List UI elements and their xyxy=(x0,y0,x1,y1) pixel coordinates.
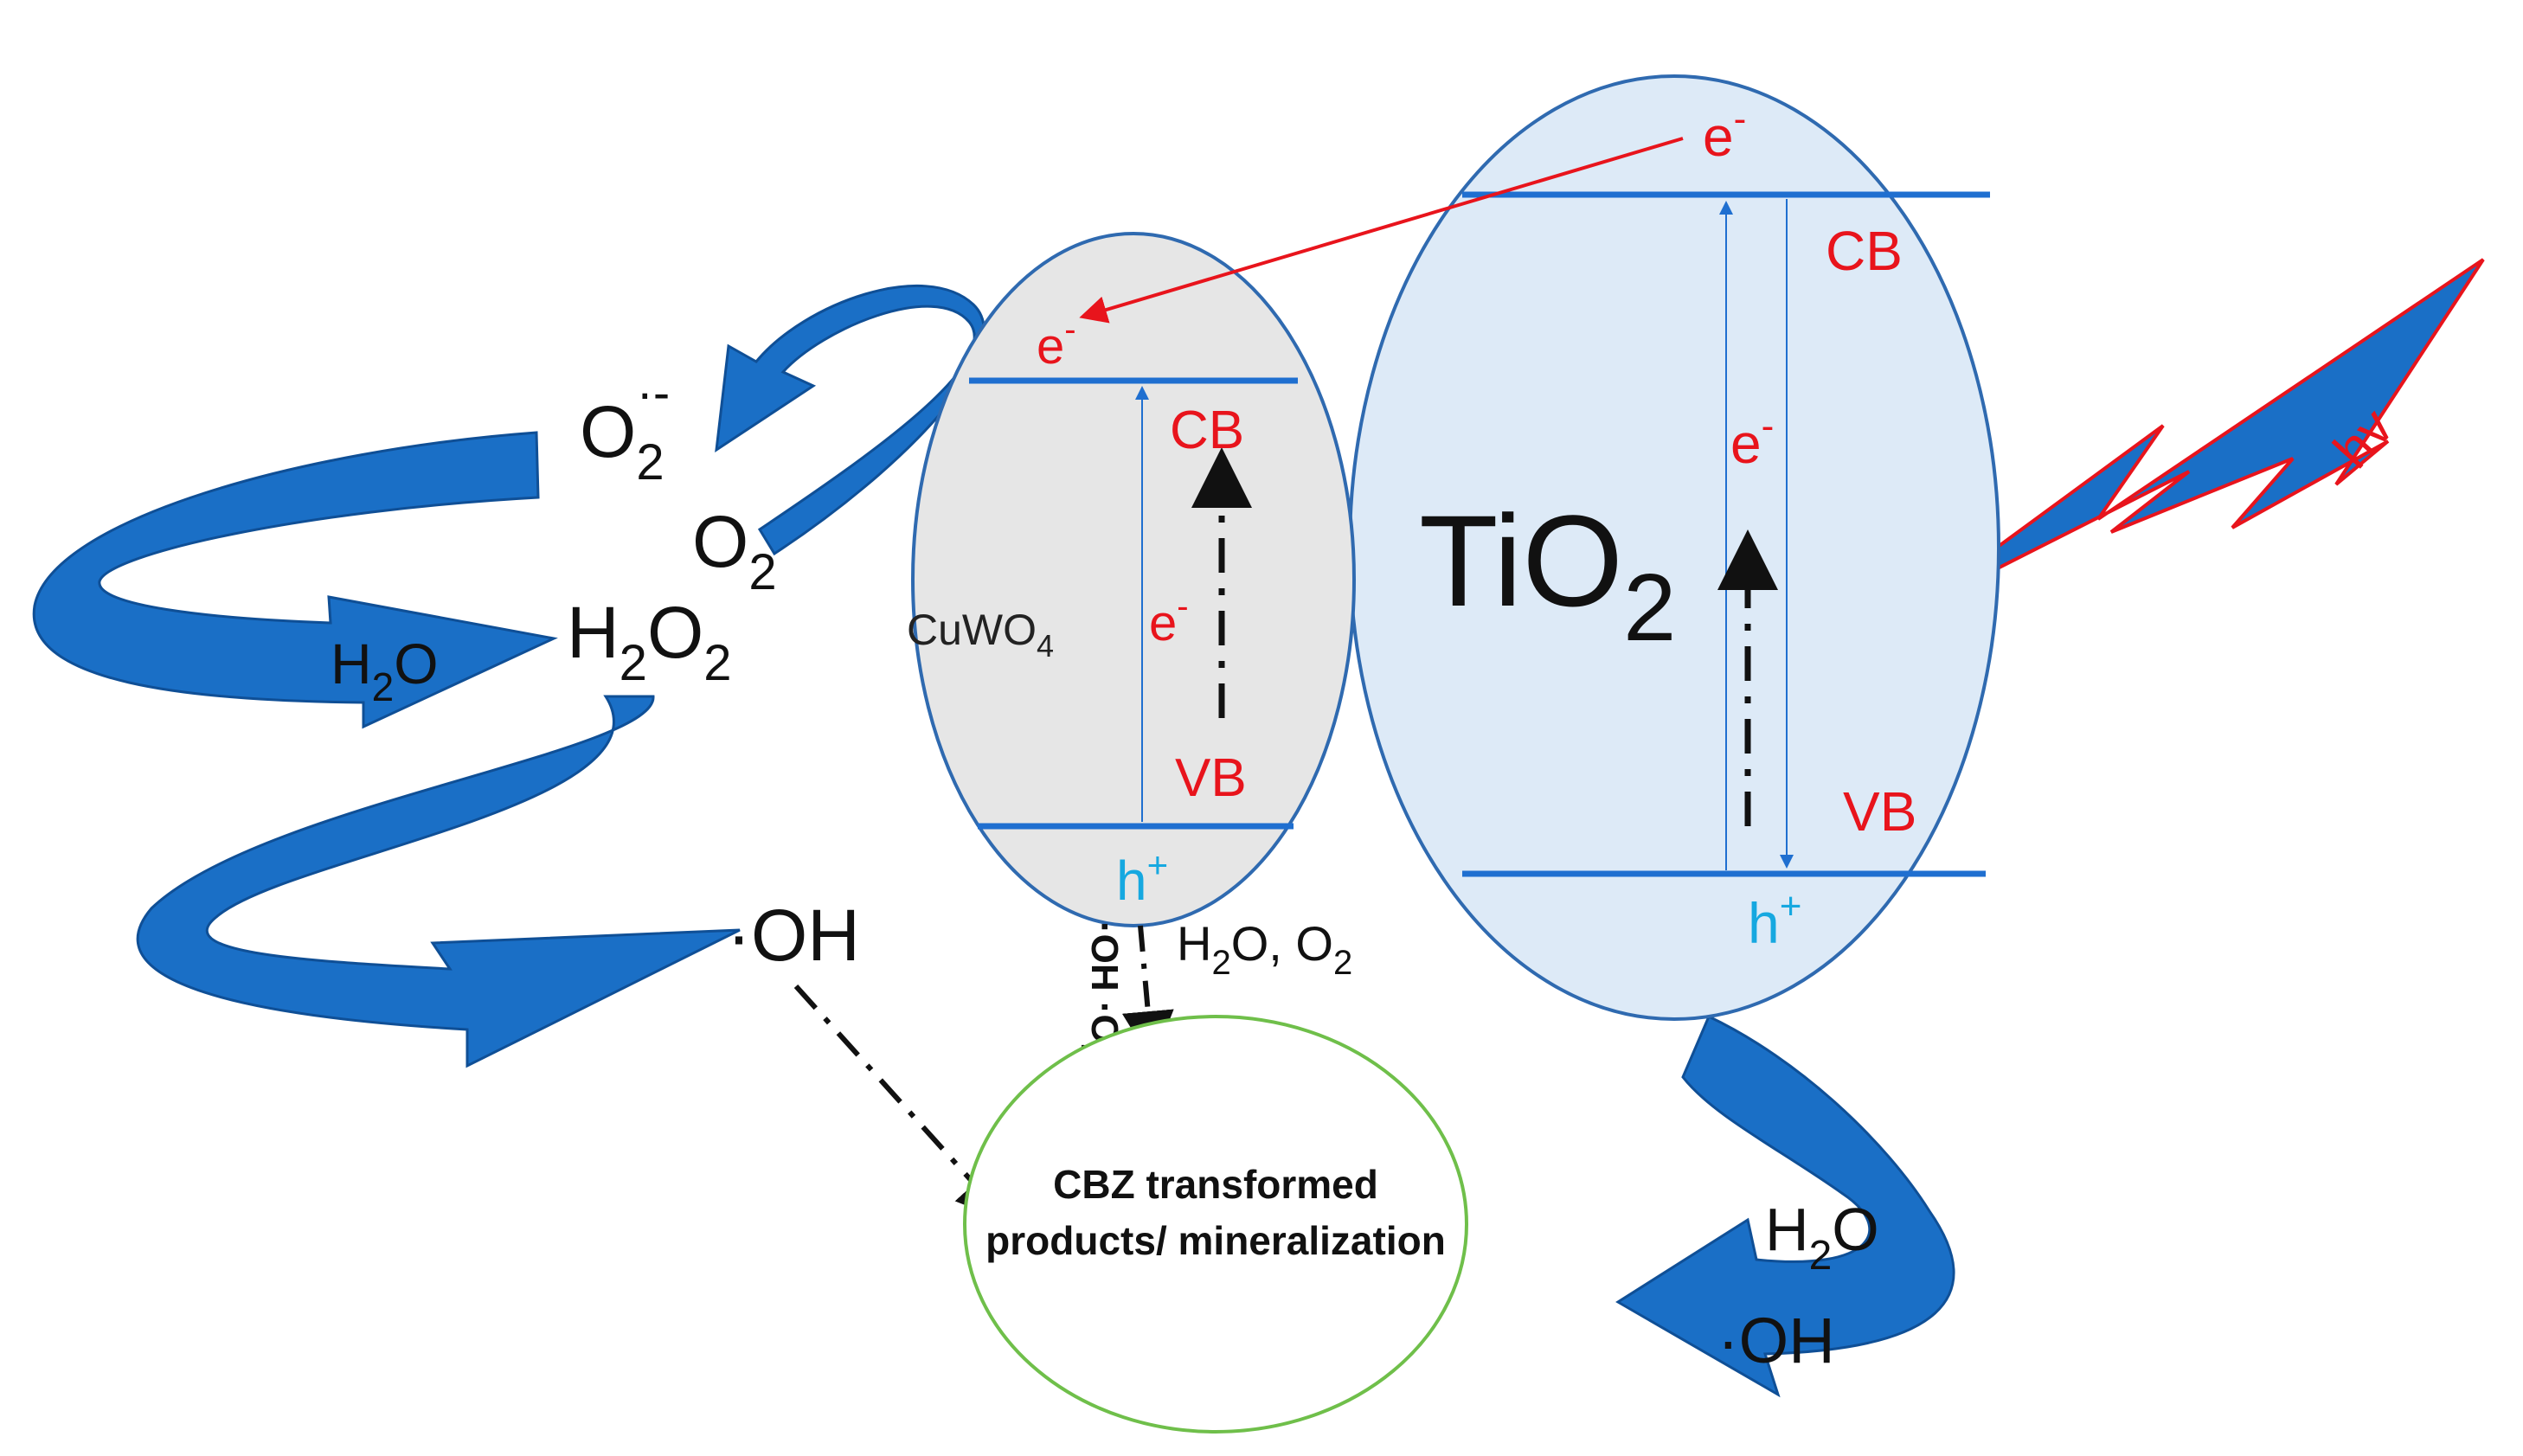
left-species: O2·- O2 H2O H2O2 ·OH xyxy=(331,365,860,976)
cuwo4-electron-top: e- xyxy=(1037,311,1076,375)
cuwo4-electron-mid: e- xyxy=(1149,587,1189,651)
cuwo4-label: CuWO4 xyxy=(907,606,1054,664)
to-hydroxyl-arrow xyxy=(136,695,741,1068)
tio2-particle: TiO2 CB VB e- e- h+ xyxy=(1348,74,2000,1021)
lightning-bolt-icon xyxy=(1902,258,2485,618)
water-label-left: H2O xyxy=(331,632,439,709)
products-ellipse xyxy=(963,1015,1468,1434)
tio2-electron-top: e- xyxy=(1703,98,1746,168)
products-line2: products/ mineralization xyxy=(985,1218,1446,1263)
to-peroxide-arrow xyxy=(32,431,558,729)
cuwo4-particle: CuWO4 CB VB e- e- h+ xyxy=(907,232,1356,927)
tio2-label: TiO2 xyxy=(1419,488,1676,661)
tio2-cb-label: CB xyxy=(1826,220,1903,282)
middle-species: H2O, O2 ·OH ·O2 xyxy=(793,916,1352,1222)
hydroxyl-to-products-arrow xyxy=(793,984,1010,1222)
cuwo4-cb-label: CB xyxy=(1170,401,1244,460)
products-line1: CBZ transformed xyxy=(1053,1162,1378,1207)
cuwo4-hole: h+ xyxy=(1116,844,1168,912)
superoxide-label: O2·- xyxy=(580,365,670,491)
hydroxyl-label-right: ·OH xyxy=(1717,1305,1835,1376)
peroxide-label: H2O2 xyxy=(567,592,732,691)
tio2-vb-label: VB xyxy=(1843,780,1916,843)
cuwo4-vb-label: VB xyxy=(1175,748,1247,808)
water-oxygen-label: H2O, O2 xyxy=(1177,916,1352,982)
hydroxyl-label-left: ·OH xyxy=(727,895,860,976)
oxygen-label: O2 xyxy=(692,501,777,600)
cuwo4-ellipse xyxy=(911,232,1356,927)
right-species: H2O ·OH xyxy=(1717,1196,1879,1376)
left-reaction-arrows xyxy=(32,284,985,1068)
tio2-hole: h+ xyxy=(1748,885,1801,955)
tio2-electron-mid: e- xyxy=(1730,405,1774,475)
water-label-right: H2O xyxy=(1765,1196,1879,1279)
products-node: CBZ transformed products/ mineralization xyxy=(963,1015,1468,1434)
tio2-hole-to-hydroxyl-arrow xyxy=(1615,1014,1955,1398)
electron-transfer-arrow xyxy=(1079,137,1684,324)
